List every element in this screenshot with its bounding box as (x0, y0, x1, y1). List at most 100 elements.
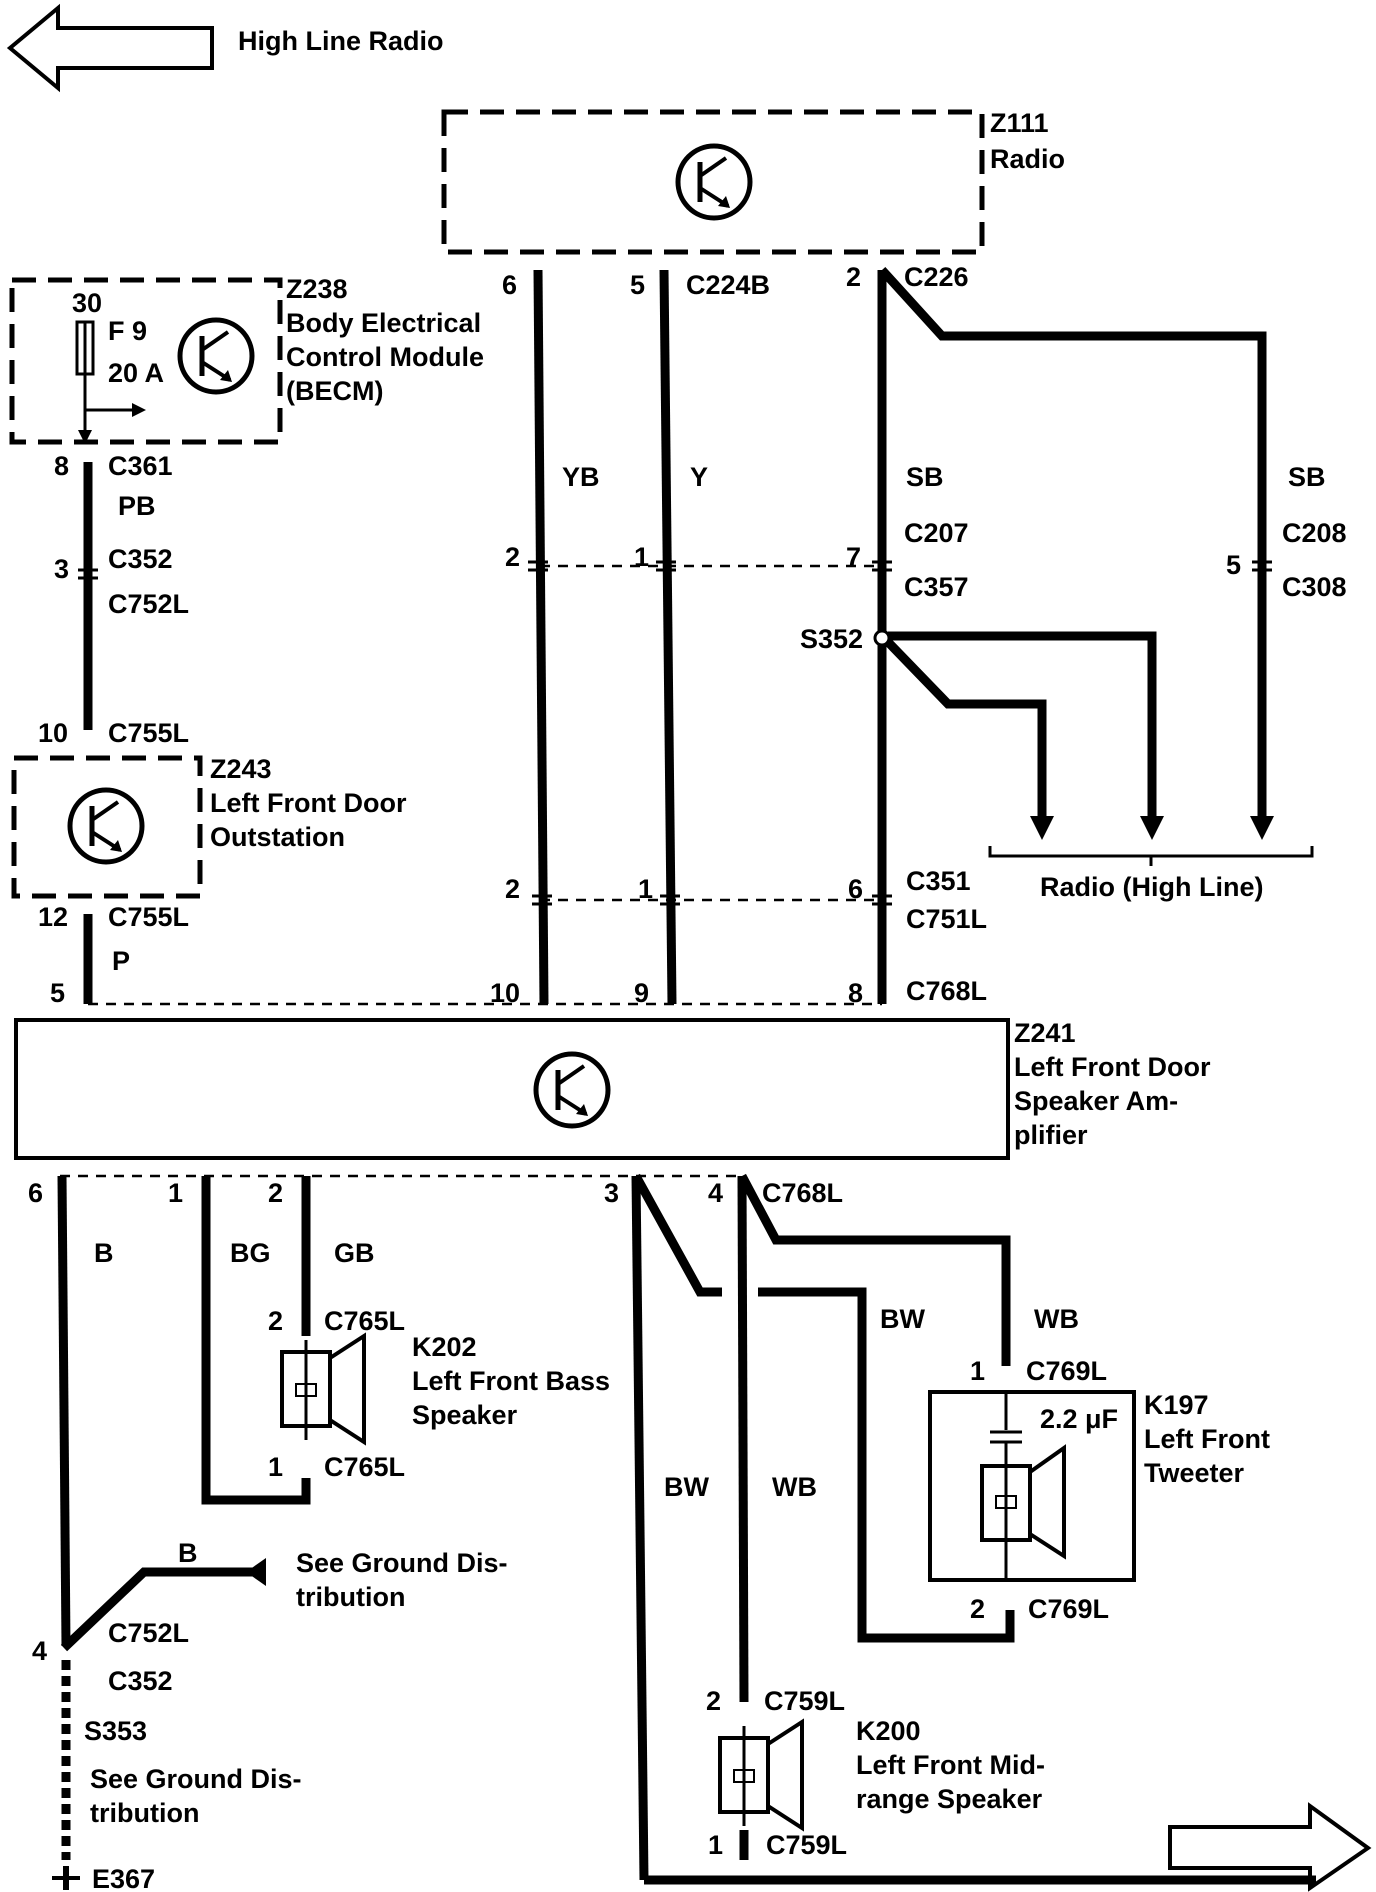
fuse-rating: 20 A (108, 358, 164, 388)
right-arrow-icon (1168, 1802, 1372, 1892)
wire-color-sb: SB (906, 462, 944, 492)
wire-bw-wb: BW WB BW WB (631, 1173, 1316, 1885)
pin: 4 (32, 1636, 47, 1666)
speaker-icon (1028, 1444, 1066, 1560)
connector-c768l: C768L (762, 1178, 843, 1208)
pin: 2 (268, 1306, 283, 1336)
amplifier-module: Z241 Left Front Door Speaker Am- plifier (14, 1018, 1211, 1160)
pin: 5 (1226, 550, 1241, 580)
amplifier-name-1: Left Front Door (1014, 1052, 1211, 1082)
wire-color-sb: SB (1288, 462, 1326, 492)
connector-c765l: C765L (324, 1306, 405, 1336)
connector-c351: C351 (906, 866, 971, 896)
radio-high-line-note: Radio (High Line) (1040, 872, 1263, 902)
pin: 2 (505, 874, 520, 904)
wire-color-wb: WB (772, 1472, 817, 1502)
wire-pb: 8 C361 PB 3 C352 C752L 10 C755L (38, 451, 189, 748)
bass-speaker-name-2: Speaker (412, 1400, 518, 1430)
speaker-icon (766, 1718, 804, 1832)
splice-label: S352 (800, 624, 863, 654)
pin: 8 (54, 451, 69, 481)
wire-bg-gb: BG GB (201, 1176, 375, 1505)
outstation-module: Z243 Left Front Door Outstation (11, 754, 407, 899)
pin: 10 (38, 718, 68, 748)
fuse-label: F 9 (108, 316, 147, 346)
connector-c769l: C769L (1026, 1356, 1107, 1386)
wire-color-bw: BW (880, 1304, 925, 1334)
pin: 8 (848, 978, 863, 1008)
transistor-icon (180, 320, 252, 392)
pin: 7 (846, 542, 861, 572)
forward-arrow-button[interactable] (1168, 1802, 1372, 1892)
connector-c224b: C224B (686, 270, 770, 300)
pin: 12 (38, 902, 68, 932)
wire-color-y: Y (690, 462, 708, 492)
pin: 6 (28, 1178, 43, 1208)
wire-yb: 6 YB 2 2 10 (490, 269, 600, 1008)
ground-note-2b: tribution (90, 1798, 199, 1828)
pin: 2 (268, 1178, 283, 1208)
connector-c768l: C768L (906, 976, 987, 1006)
connector-c752l: C752L (108, 1618, 189, 1648)
pin: 3 (54, 554, 69, 584)
outstation-name-2: Outstation (210, 822, 345, 852)
ground-e367: E367 (92, 1864, 155, 1892)
tweeter-capacitor: 2.2 μF (1040, 1404, 1118, 1434)
speaker-icon (328, 1332, 366, 1446)
pin: 2 (970, 1594, 985, 1624)
connector-c207: C207 (904, 518, 969, 548)
ground-icon (52, 1866, 80, 1890)
connector-c308: C308 (1282, 572, 1347, 602)
amplifier-name-3: plifier (1014, 1120, 1088, 1150)
tweeter-name-2: Tweeter (1144, 1458, 1245, 1488)
becm-name-2: Control Module (286, 342, 484, 372)
bass-speaker-id: K202 (412, 1332, 477, 1362)
becm-id: Z238 (286, 274, 348, 304)
wire-b: B B See Ground Dis- tribution 4 C752L C3… (32, 1175, 508, 1892)
amplifier-name-2: Speaker Am- (1014, 1086, 1178, 1116)
becm-name-3: (BECM) (286, 376, 383, 406)
wire-color-wb: WB (1034, 1304, 1079, 1334)
wire-color-b: B (178, 1538, 198, 1568)
pin: 2 (706, 1686, 721, 1716)
transistor-icon (70, 790, 142, 862)
radio-id: Z111 (990, 108, 1049, 138)
connector-c755l: C755L (108, 718, 189, 748)
pin: 4 (708, 1178, 723, 1208)
amplifier-id: Z241 (1014, 1018, 1076, 1048)
connector-c759l: C759L (764, 1686, 845, 1716)
transistor-icon (536, 1054, 608, 1126)
connector-c751l: C751L (906, 904, 987, 934)
connector-c755l: C755L (108, 902, 189, 932)
connector-c769l: C769L (1028, 1594, 1109, 1624)
pin: 1 (708, 1830, 723, 1860)
pin: 1 (268, 1452, 283, 1482)
midrange-speaker: 2 C759L 1 C759L K200 Left Front Mid- ran… (706, 1686, 1045, 1860)
wire-y: 5 C224B Y 1 1 9 (630, 269, 770, 1008)
bass-speaker: 2 C765L 1 C765L K202 Left Front Bass Spe… (268, 1306, 610, 1482)
splice-s353: S353 (84, 1716, 147, 1746)
pin: 5 (630, 270, 645, 300)
connector-c357: C357 (904, 572, 969, 602)
wire-color-yb: YB (562, 462, 600, 492)
connector-c765l: C765L (324, 1452, 405, 1482)
wire-color-bg: BG (230, 1238, 271, 1268)
back-arrow-button[interactable]: High Line Radio (6, 3, 444, 93)
wire-color-pb: PB (118, 491, 156, 521)
pin: 6 (502, 270, 517, 300)
outstation-id: Z243 (210, 754, 272, 784)
left-arrow-icon (6, 3, 214, 93)
pin: 3 (604, 1178, 619, 1208)
pin: 2 (846, 262, 861, 292)
bass-speaker-name-1: Left Front Bass (412, 1366, 610, 1396)
tweeter-name-1: Left Front (1144, 1424, 1270, 1454)
connector-c752l: C752L (108, 589, 189, 619)
pin: 6 (848, 874, 863, 904)
wire-p: 12 C755L P 5 (38, 902, 189, 1008)
connector-c226: C226 (904, 262, 969, 292)
connector-ticks (528, 560, 1272, 906)
ground-note-1a: See Ground Dis- (296, 1548, 508, 1578)
splice-s352: S352 Radio (High Line) (800, 624, 1314, 902)
ground-note-1b: tribution (296, 1582, 405, 1612)
